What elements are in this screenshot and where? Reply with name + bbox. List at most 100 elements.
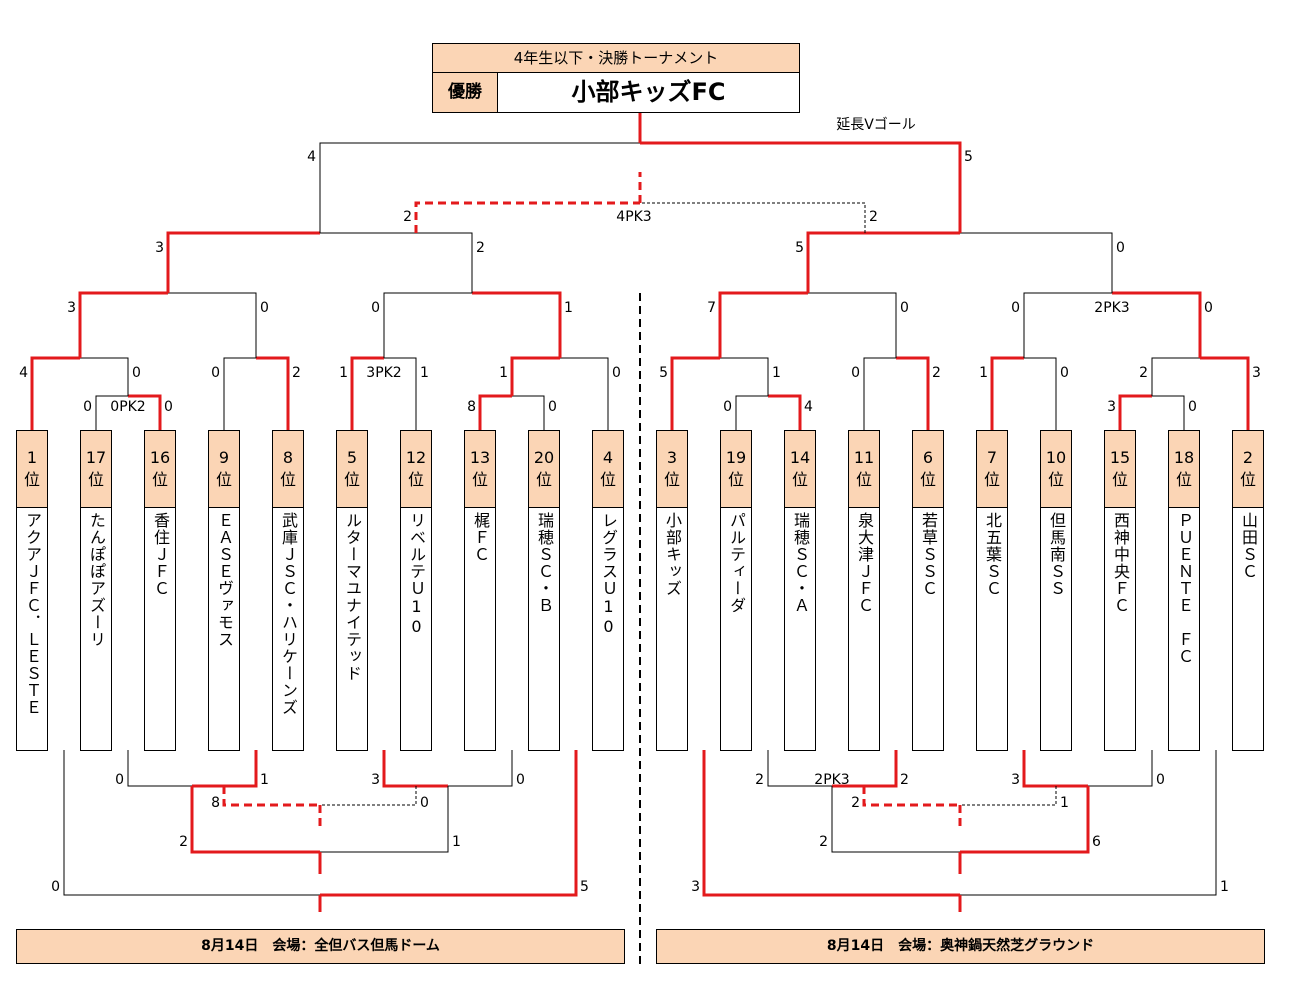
rank-suffix: 位: [663, 470, 680, 489]
winner-path: [718, 291, 808, 358]
winner-label: 優勝: [433, 73, 498, 112]
rank-suffix: 位: [1047, 470, 1064, 489]
rank-suffix: 位: [151, 470, 168, 489]
winner-path: [382, 750, 448, 788]
team-rank: 16 位: [145, 431, 175, 508]
rank-number: 2: [1242, 448, 1254, 467]
team-rank: 12 位: [401, 431, 431, 508]
team-card: 12 位リベルテＵ10: [400, 430, 432, 751]
winner-path: [128, 394, 162, 430]
winner-path: [1200, 356, 1250, 430]
score-label: 3: [1107, 399, 1116, 415]
rank-number: 8: [282, 448, 294, 467]
score-label: 2: [819, 834, 828, 850]
bracket-line: [1088, 750, 1153, 787]
score-label: 2: [851, 795, 860, 811]
bracket-line: [767, 750, 832, 787]
score-label: 0: [164, 399, 173, 415]
team-name: ＰＵＥＮＴＥ ＦＣ: [1175, 512, 1194, 665]
score-label: 4: [19, 365, 28, 381]
winner-path: [1022, 750, 1088, 788]
bracket-line: [320, 232, 473, 293]
winner-path: [990, 356, 1024, 430]
team-rank: 10 位: [1041, 431, 1071, 508]
winner-path: [78, 291, 168, 358]
rank-suffix: 位: [407, 470, 424, 489]
score-label: 0: [1156, 772, 1165, 788]
score-label: 2: [869, 209, 878, 225]
score-label: 0: [132, 365, 141, 381]
rank-number: 4: [602, 448, 614, 467]
score-label: 0: [1060, 365, 1069, 381]
score-label: 5: [580, 879, 589, 895]
team-name: 瑞穂ＳＣ・Ａ: [791, 512, 810, 614]
title-box: 4年生以下・決勝トーナメント 優勝 小部キッズFC: [432, 43, 800, 113]
score-label: 0: [115, 772, 124, 788]
score-label: 1: [499, 365, 508, 381]
score-label: 8: [467, 399, 476, 415]
bracket-line: [1151, 357, 1200, 396]
winner-path: [768, 394, 802, 430]
rank-number: 19: [725, 448, 747, 467]
score-label: 0: [371, 300, 380, 316]
winner-path: [166, 231, 320, 293]
team-name: ルターマユナイテッド: [343, 512, 362, 682]
score-label: 2: [179, 834, 188, 850]
score-label: 2: [403, 209, 412, 225]
bracket-line: [95, 395, 128, 430]
rank-number: 16: [149, 448, 171, 467]
winner-path: [510, 356, 560, 396]
bracket-line: [63, 750, 320, 896]
score-label: 3: [371, 772, 380, 788]
rank-suffix: 位: [1239, 470, 1256, 489]
rank-suffix: 位: [727, 470, 744, 489]
score-label: 6: [1092, 834, 1101, 850]
team-name: 香住ＪＦＣ: [151, 512, 170, 597]
score-label: 4: [307, 149, 316, 165]
team-name: たんぽぽアズーリ: [87, 512, 106, 648]
score-label: 0: [211, 365, 220, 381]
winner-path: [30, 356, 80, 430]
winner-path: [640, 141, 962, 233]
rank-suffix: 位: [983, 470, 1000, 489]
team-name: パルティーダ: [727, 512, 746, 614]
score-label: 0: [851, 365, 860, 381]
score-label: 3: [155, 240, 164, 256]
rank-suffix: 位: [87, 470, 104, 489]
rank-number: 17: [85, 448, 107, 467]
team-name: ＥＡＳＥヴァモス: [215, 512, 234, 648]
score-label: 1: [772, 365, 781, 381]
team-name: 梶ＦＣ: [471, 512, 490, 563]
score-label: 0: [260, 300, 269, 316]
placement-line: [320, 786, 417, 806]
bracket-line: [383, 292, 472, 358]
winner-path: [472, 291, 562, 358]
rank-number: 12: [405, 448, 427, 467]
rank-suffix: 位: [215, 470, 232, 489]
bracket-line: [512, 395, 545, 430]
rank-number: 3: [666, 448, 678, 467]
rank-suffix: 位: [919, 470, 936, 489]
team-name: リベルテＵ10: [407, 512, 426, 637]
rank-number: 11: [853, 448, 875, 467]
winner-path: [1118, 394, 1152, 430]
rank-number: 13: [469, 448, 491, 467]
team-card: 17 位たんぽぽアズーリ: [80, 430, 112, 751]
rank-number: 10: [1045, 448, 1067, 467]
score-label: 0: [548, 399, 557, 415]
bracket-line: [735, 395, 768, 430]
winner-path: [670, 356, 720, 430]
